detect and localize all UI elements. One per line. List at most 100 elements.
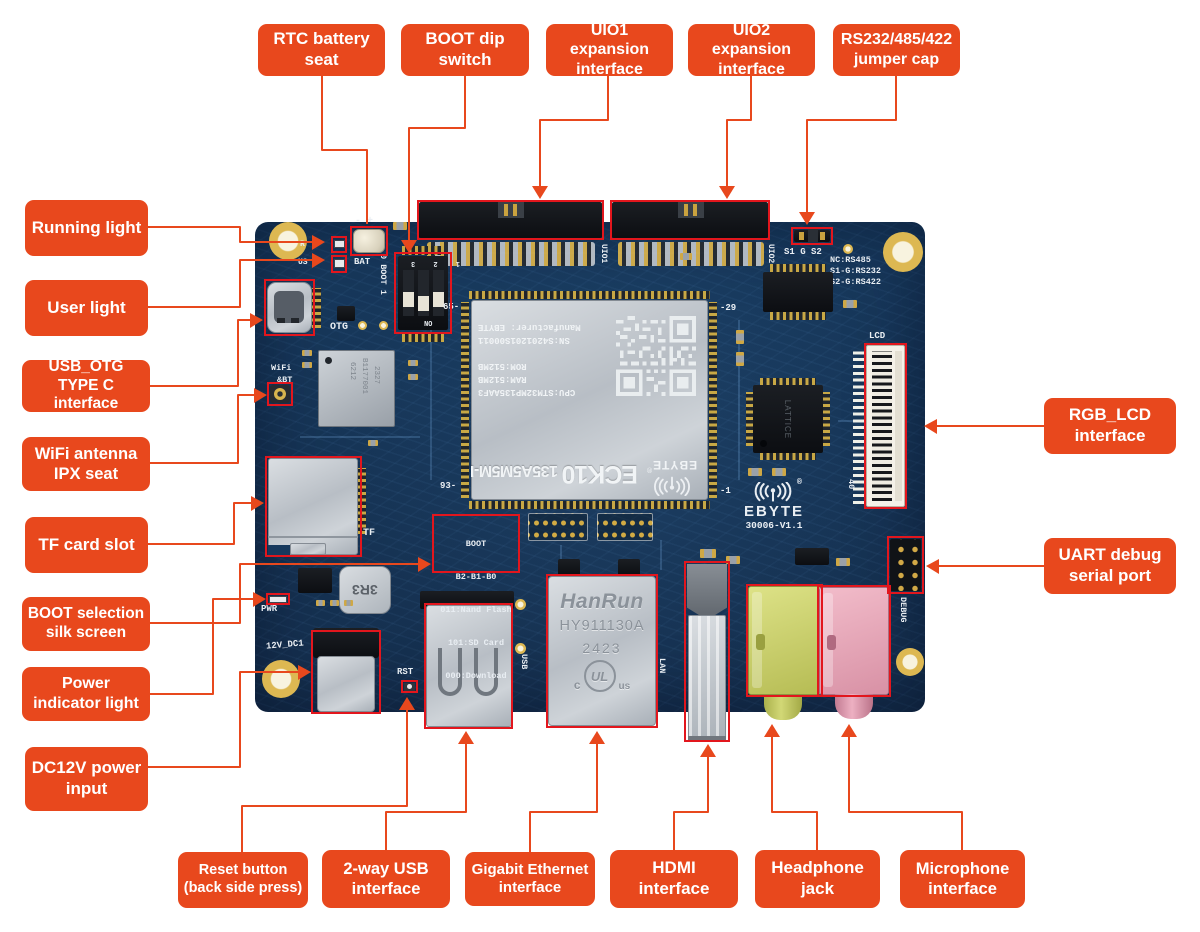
uio1-header-pin — [513, 204, 517, 216]
uio1-pin-row — [427, 242, 595, 266]
smd-component — [330, 600, 339, 606]
tf-silkscreen: TF — [363, 528, 376, 539]
highlight-user-light — [331, 255, 347, 273]
wifi-module-marking: 2327 — [372, 366, 380, 385]
serial-option-silkscreen: S2-G:RS422 — [830, 277, 882, 287]
lattice-dot — [760, 440, 767, 447]
serial-option-silkscreen: NC:RS485 — [830, 255, 871, 265]
lcd-fpc-teeth — [872, 351, 892, 501]
hdmi-connector-body — [688, 615, 726, 739]
small-ic — [337, 306, 355, 321]
ul-logo-icon: UL — [583, 660, 616, 692]
pcb-trace — [838, 420, 864, 422]
pcb-trace — [738, 320, 740, 480]
lcd-pin-comb — [853, 350, 866, 504]
board-version-silkscreen: 30006-V1.1 — [745, 520, 803, 531]
lattice-pins — [823, 392, 830, 446]
highlight-hdmi — [684, 561, 730, 742]
ethernet-peg — [558, 559, 580, 576]
wifi-logo-icon — [654, 476, 690, 496]
rst-silkscreen: RST — [397, 667, 414, 677]
lattice-pins — [746, 392, 753, 446]
usb-c-slot — [277, 318, 285, 323]
module-pin1-silkscreen: -1 — [720, 486, 731, 496]
tf-card-slot — [268, 458, 358, 555]
bat-silkscreen: BAT — [354, 257, 371, 267]
module-pin93-silkscreen: 93- — [440, 481, 457, 491]
wifi-silkscreen: WiFi — [271, 363, 292, 373]
wifi-module-marking: 6212 — [348, 362, 356, 381]
module-info-block: CPU:STM32MP135AAF3 RAM:512MB ROM:512MB S… — [478, 320, 604, 398]
callout-hdmi: HDMI interface — [610, 850, 738, 908]
rtc-battery — [353, 229, 385, 253]
jumper-pin — [820, 232, 825, 240]
highlight-reset-button — [401, 680, 418, 693]
boot-opt2: 101:SD Card — [447, 638, 505, 648]
highlight-usb-c — [264, 279, 315, 336]
highlight-ethernet — [546, 574, 658, 728]
boot-switch-silkscreen: 0 BOOT 1 — [377, 254, 388, 295]
smd-component — [736, 330, 744, 344]
module-rom: ROM:512MB — [478, 361, 527, 371]
running-led — [334, 240, 345, 248]
ul-mark: c UL us — [548, 660, 656, 692]
soic-pins — [770, 264, 826, 272]
usb-c-slot — [291, 318, 299, 323]
run-silkscreen: R — [300, 240, 305, 249]
usb-c-pins — [312, 288, 321, 328]
dip-slot — [418, 270, 429, 316]
highlight-lcd-connector — [864, 343, 907, 509]
eck10-core-module — [471, 300, 708, 500]
callout-boot-selection: BOOT selection silk screen — [22, 597, 150, 651]
inductor-marking: 3R3 — [352, 582, 378, 598]
smd-component — [408, 360, 418, 366]
hanrun-brand: HanRun — [560, 590, 644, 613]
highlight-usb-dual — [424, 603, 513, 729]
highlight-ipx-seat — [267, 382, 293, 406]
pcb-trace — [300, 436, 420, 438]
callout-rs232-jumper-cap: RS232/485/422 jumper cap — [833, 24, 960, 76]
smd-component — [836, 558, 850, 566]
debug-silkscreen: DEBUG — [897, 597, 908, 623]
user-silkscreen: US — [298, 258, 308, 267]
inductor-3r3: 3R3 — [339, 566, 391, 614]
smd-component — [726, 556, 740, 564]
callout-running-light: Running light — [25, 200, 148, 256]
ethernet-peg — [618, 559, 640, 576]
smd-component — [344, 600, 353, 606]
module-sn: SN:S4201201S00011 — [478, 335, 570, 345]
highlight-serial-jumper — [791, 227, 833, 245]
module-brand-text: EBYTE — [652, 458, 698, 472]
otg-silkscreen: OTG — [330, 322, 349, 333]
smd-component — [700, 549, 716, 558]
test-point — [358, 321, 367, 330]
reset-button-dot — [407, 684, 412, 689]
lcd-silkscreen: LCD — [869, 331, 886, 341]
header-footprint — [528, 513, 588, 541]
lattice-pins — [760, 378, 816, 385]
module-reg-mark: ® — [646, 465, 653, 473]
power-ic — [298, 568, 332, 593]
callout-microphone: Microphone interface — [900, 850, 1025, 908]
highlight-rtc-battery — [350, 226, 388, 256]
callout-reset-button: Reset button (back side press) — [178, 852, 308, 908]
headphone-jack-hole — [756, 634, 765, 650]
module-cpu: CPU:STM32MP135AAF3 — [478, 387, 576, 397]
module-name-small: 135A5M5M-I — [470, 462, 558, 479]
headphone-jack-barrel — [764, 695, 802, 720]
uio1-header-pin — [504, 204, 508, 216]
wifi-module-marking: B1177001 — [360, 358, 368, 395]
callout-wifi-ipx-seat: WiFi antenna IPX seat — [22, 437, 150, 491]
header-footprint — [597, 513, 653, 541]
dip-knob — [403, 292, 414, 307]
mounting-hole — [262, 660, 300, 698]
dip-switch-pins — [402, 332, 444, 342]
soic-pins — [770, 312, 826, 320]
highlight-dc-jack — [311, 630, 381, 714]
module-ram: RAM:512MB — [478, 374, 527, 384]
uio1-silkscreen: UIO1 — [599, 244, 609, 264]
callout-power-indicator: Power indicator light — [22, 667, 150, 721]
module-name: ECK10 135A5M5M-I — [470, 459, 638, 488]
module-brand-block: EBYTE® — [640, 442, 704, 496]
